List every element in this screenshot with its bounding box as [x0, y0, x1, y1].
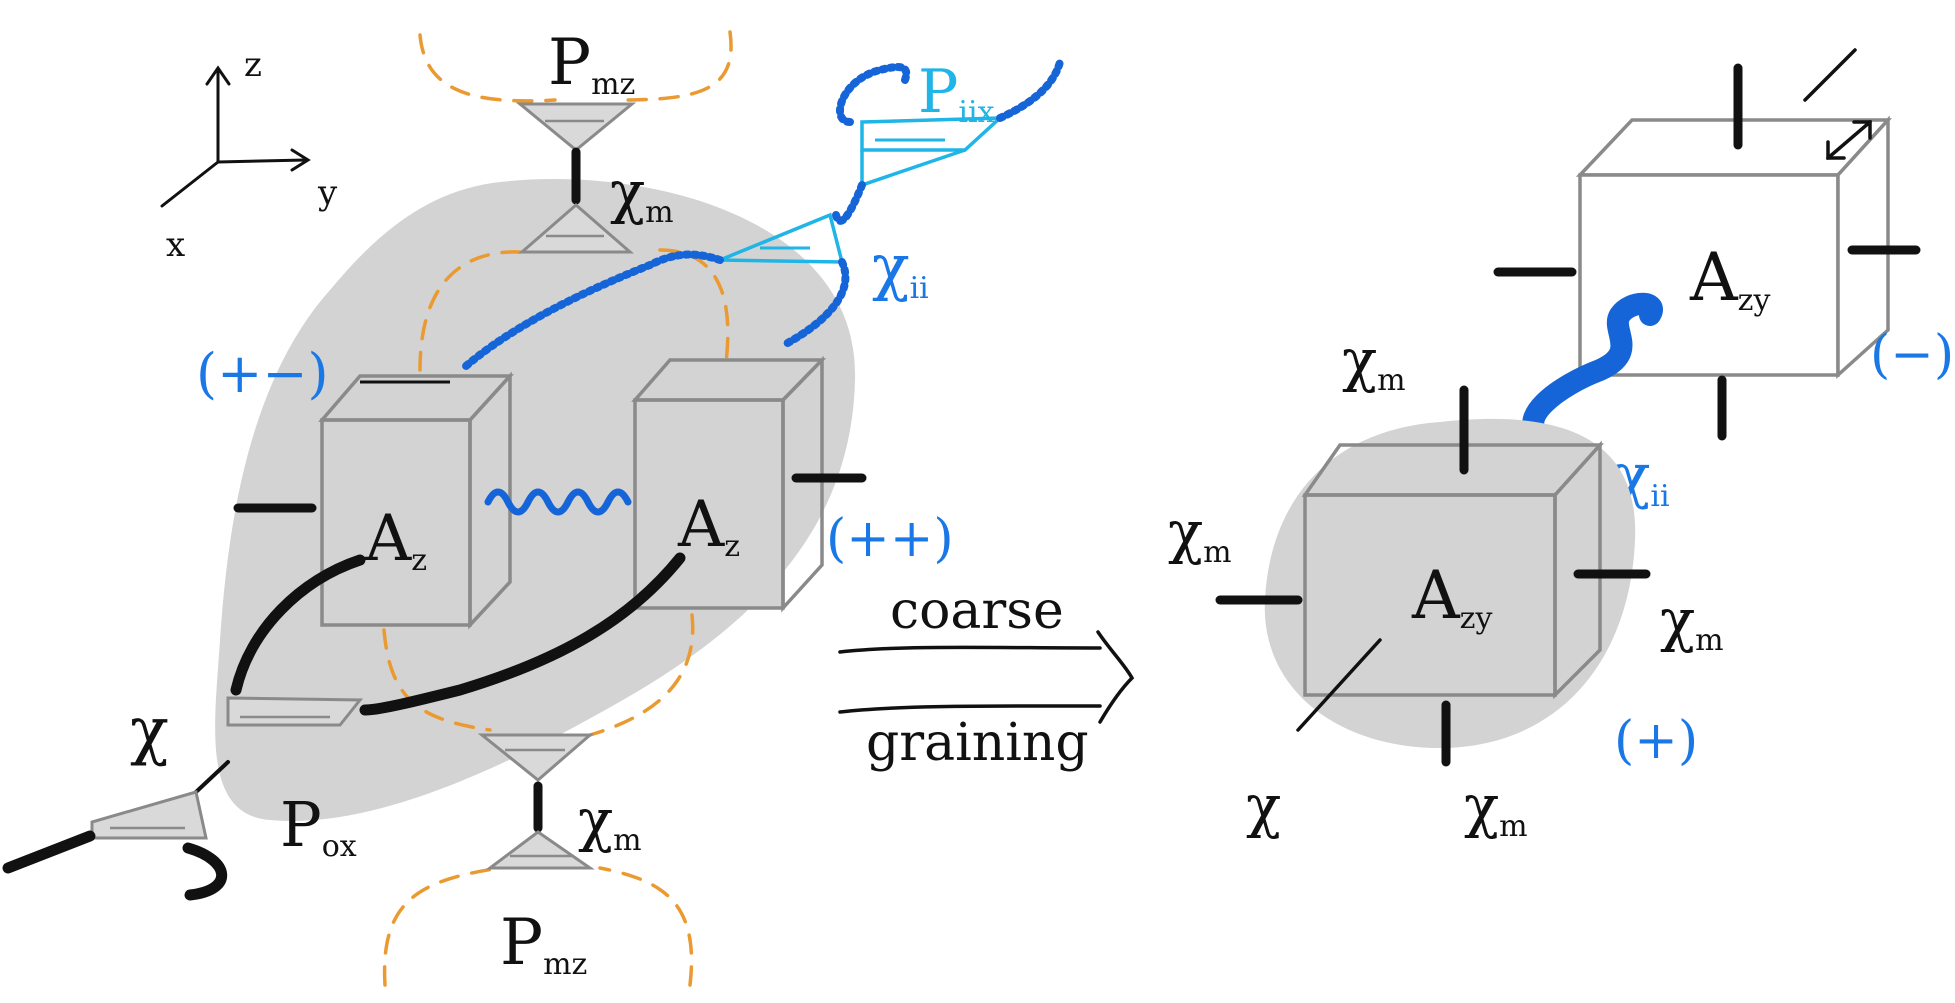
arrow-label-bottom: graining — [866, 713, 1089, 773]
piix-label: Piix — [918, 57, 995, 130]
y-axis — [216, 158, 308, 164]
pmz-top-right-arc — [618, 30, 733, 102]
chi-m-right-top-label: χm — [1342, 326, 1406, 398]
chi-m-bottom-label: χm — [578, 786, 642, 858]
left-cube-sign: (+−) — [196, 342, 329, 405]
chi-ii-left-label: χii — [872, 230, 929, 306]
right-top-cube-sign: (−) — [1870, 325, 1954, 385]
right-cube-to-projector-bond — [359, 552, 686, 716]
inter-cube-wave — [484, 488, 632, 516]
chi-bond-label: χ — [130, 694, 169, 768]
left-gray-region — [215, 179, 856, 821]
right-main-cube-label: Azy — [1411, 557, 1492, 636]
right-main-cube-sign: (+) — [1614, 711, 1698, 771]
chi-m-top-label: χm — [610, 158, 674, 230]
pmz-bottom-projector — [477, 733, 595, 870]
z-axis-label: z — [244, 45, 262, 85]
right-cube-label: Az — [677, 488, 740, 564]
upper-left-dashed — [418, 250, 522, 372]
right-top-cube-legs — [1493, 63, 1921, 441]
pmz-top-projector — [515, 102, 637, 254]
x-axis-label: x — [166, 225, 185, 265]
right-main-cube — [1301, 440, 1604, 700]
right-main-cube-diagonal — [1296, 638, 1382, 732]
chi-m-right-right-label: χm — [1660, 586, 1724, 658]
right-main-cube-legs — [1215, 385, 1651, 767]
y-axis-label: y — [317, 173, 338, 213]
pox-label: Pox — [280, 788, 357, 864]
thick-black-bonds — [230, 552, 686, 716]
chi-right-plain-label: χ — [1246, 772, 1281, 840]
pox-projector — [2, 760, 230, 901]
chi-projector — [226, 696, 364, 727]
right-squiggle-bond — [1522, 292, 1663, 451]
chi-m-right-bottom-label: χm — [1464, 772, 1528, 844]
pmz-bottom-left-arc — [382, 866, 502, 987]
left-cube-az — [318, 371, 514, 630]
coordinate-axes — [160, 65, 311, 208]
z-axis-arrowhead — [205, 65, 231, 86]
x-axis — [160, 160, 220, 208]
right-top-cube-label: Azy — [1689, 239, 1770, 318]
right-cube-sign: (++) — [826, 509, 954, 569]
y-axis-arrowhead — [290, 148, 311, 172]
chi-m-right-left-label: χm — [1168, 498, 1232, 570]
pmz-top-label: Pmz — [548, 26, 635, 102]
arrow-label-top: coarse — [890, 581, 1064, 641]
pmz-top-left-arc — [418, 33, 557, 103]
pmz-bottom-right-arc — [598, 866, 694, 987]
left-cube-to-chi-bond — [230, 554, 366, 696]
pmz-bottom-label: Pmz — [500, 906, 587, 982]
left-cube-label: Az — [364, 502, 427, 578]
blue-wavy-bonds — [462, 58, 1064, 370]
coarse-graining-arrow — [838, 630, 1135, 724]
right-top-cube-diagonal — [1803, 48, 1872, 160]
